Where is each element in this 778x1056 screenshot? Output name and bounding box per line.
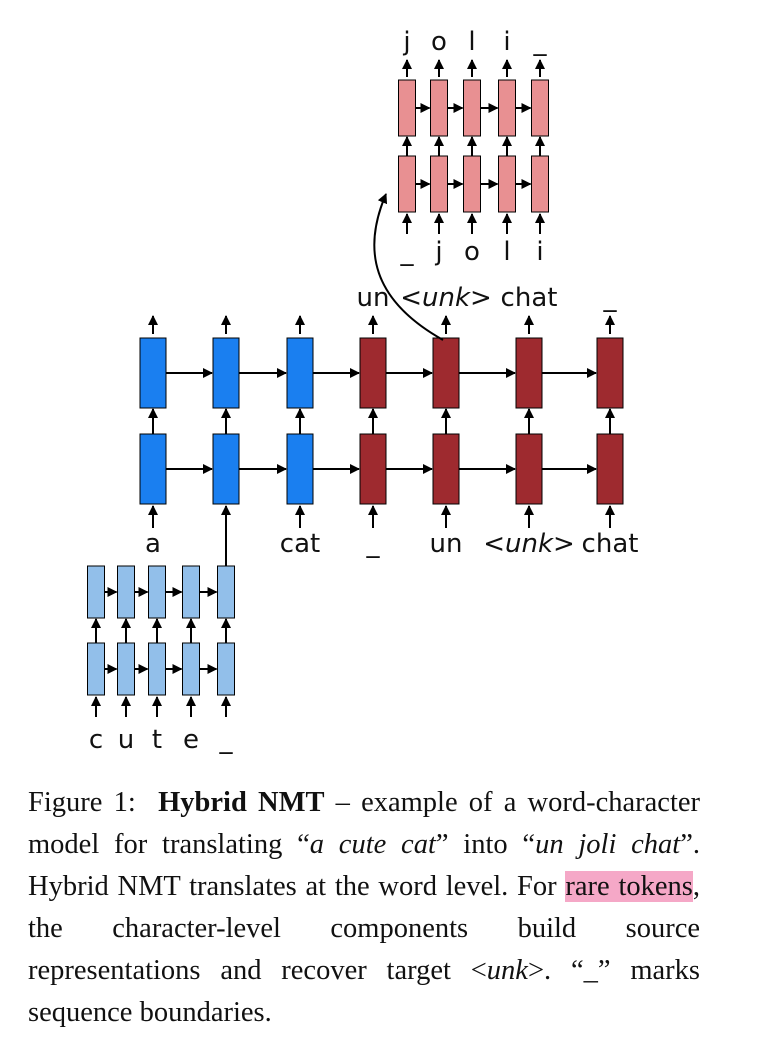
char-decoder-cell-top xyxy=(430,79,448,137)
source-word-label: cat xyxy=(280,529,320,559)
encoder-cell-bottom xyxy=(139,433,167,505)
decoder-cell-bottom xyxy=(432,433,460,505)
char-encoder-cell-bottom xyxy=(117,642,135,696)
decoder-cell-top xyxy=(515,337,543,409)
char-decoder-cell-bottom xyxy=(463,155,481,213)
decoder-cell-top xyxy=(432,337,460,409)
target-input-label: _ xyxy=(366,529,381,559)
source-char-label: _ xyxy=(219,725,234,755)
output-char-label: l xyxy=(468,27,475,57)
target-input-label: chat xyxy=(582,529,639,559)
char-encoder-cell-bottom xyxy=(87,642,105,696)
output-char-label: j xyxy=(402,27,410,57)
char-encoder-cell-top xyxy=(87,565,105,619)
output-char-input-label: l xyxy=(503,237,510,267)
char-encoder-cell-bottom xyxy=(182,642,200,696)
target-input-label: <unk> xyxy=(483,529,575,559)
char-encoder-cell-bottom xyxy=(148,642,166,696)
source-char-label: e xyxy=(183,725,199,755)
char-decoder-cell-top xyxy=(398,79,416,137)
caption-highlight-rare-tokens: rare tokens xyxy=(565,871,693,902)
encoder-cell-top xyxy=(286,337,314,409)
char-decoder-cell-bottom xyxy=(398,155,416,213)
source-word-label: a xyxy=(145,529,161,559)
char-decoder-cell-bottom xyxy=(498,155,516,213)
encoder-cell-bottom xyxy=(286,433,314,505)
source-char-label: c xyxy=(89,725,103,755)
encoder-cell-bottom xyxy=(212,433,240,505)
char-decoder-cell-bottom xyxy=(430,155,448,213)
decoder-cell-top xyxy=(359,337,387,409)
char-encoder-cell-top xyxy=(148,565,166,619)
caption-title: Hybrid NMT xyxy=(158,787,325,818)
target-output-label: _ xyxy=(603,283,618,313)
target-input-label: un xyxy=(430,529,463,559)
figure-caption: Figure 1: Hybrid NMT – example of a word… xyxy=(28,787,701,1028)
char-decoder-cell-top xyxy=(531,79,549,137)
encoder-cell-top xyxy=(212,337,240,409)
char-decoder-cell-top xyxy=(498,79,516,137)
char-decoder-cell-bottom xyxy=(531,155,549,213)
target-output-label: chat xyxy=(501,283,558,313)
char-decoder-cell-top xyxy=(463,79,481,137)
output-char-input-label: j xyxy=(434,237,442,267)
char-encoder-cell-top xyxy=(117,565,135,619)
char-encoder-cell-top xyxy=(217,565,235,619)
output-char-label: i xyxy=(503,27,510,57)
source-char-label: t xyxy=(152,725,162,755)
target-output-label: un xyxy=(357,283,390,313)
output-char-label: o xyxy=(431,27,447,57)
decoder-cell-bottom xyxy=(359,433,387,505)
encoder-cell-top xyxy=(139,337,167,409)
source-char-label: u xyxy=(118,725,134,755)
unk-to-char-decoder-arrow xyxy=(373,193,444,341)
char-encoder-cell-bottom xyxy=(217,642,235,696)
output-char-input-label: o xyxy=(464,237,480,267)
caption-figure-label: Figure 1: xyxy=(28,787,136,818)
char-encoder-cell-top xyxy=(182,565,200,619)
output-char-label: _ xyxy=(533,27,548,57)
output-char-input-label: i xyxy=(536,237,543,267)
decoder-cell-top xyxy=(596,337,624,409)
output-char-input-label: _ xyxy=(400,237,415,267)
decoder-cell-bottom xyxy=(596,433,624,505)
decoder-cell-bottom xyxy=(515,433,543,505)
target-output-label: <unk> xyxy=(400,283,492,313)
